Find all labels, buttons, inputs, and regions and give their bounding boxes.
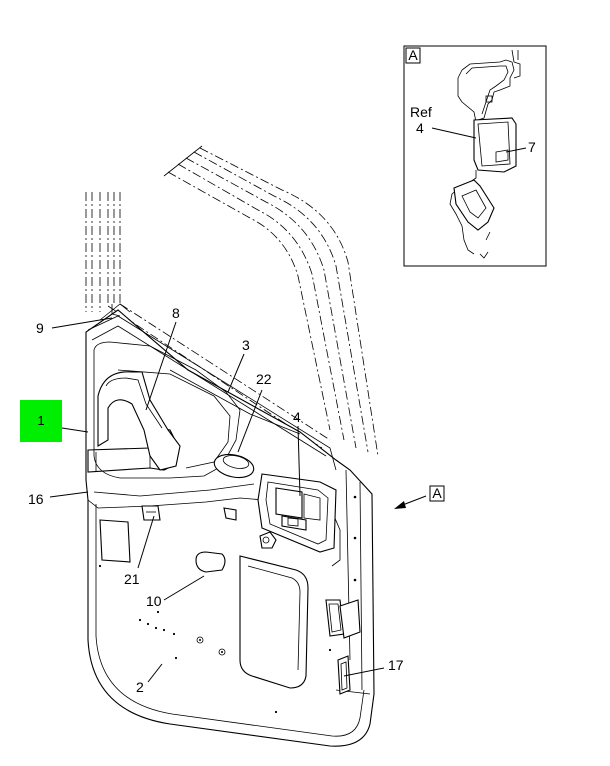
- detail-frame: [403, 45, 547, 267]
- callout-17: 17: [388, 657, 404, 673]
- detail-callout-7: 7: [528, 139, 536, 155]
- detail-ref-label: Ref: [410, 104, 432, 120]
- leader-4: [297, 425, 301, 497]
- detail-clip-square: [485, 95, 493, 103]
- armrest-recess: [93, 341, 241, 479]
- highlight-box-1[interactable]: [20, 400, 62, 442]
- leader-1: [61, 427, 89, 433]
- detail-handle-lip: [495, 149, 509, 163]
- callout-1[interactable]: 1: [37, 413, 44, 428]
- callout-8: 8: [172, 305, 180, 321]
- leader-22: [237, 389, 263, 453]
- callout-4: 4: [293, 409, 301, 425]
- door-lower-inner-edge: [95, 504, 365, 737]
- grab-handle: [97, 371, 181, 471]
- detail-upper-clip: [511, 49, 521, 79]
- callout-numbers: 1 9 8 3 22 4 16 21 10 2 17: [20, 305, 404, 695]
- leader-8: [145, 321, 177, 411]
- clip-21: [141, 505, 161, 521]
- access-hole-large: [239, 555, 309, 689]
- trim-top-rail: [87, 315, 337, 471]
- leader-16: [49, 491, 89, 498]
- detail-frame-profile: [457, 69, 477, 123]
- clip-lower-mid: [223, 507, 237, 521]
- callout-16: 16: [28, 491, 44, 507]
- door-inner-panel: [85, 303, 375, 747]
- callout-22: 22: [256, 371, 272, 387]
- view-tag: A: [432, 485, 442, 501]
- leader-10: [163, 575, 205, 601]
- detail-latch: [453, 179, 495, 231]
- detail-handle-body: [473, 117, 517, 173]
- access-hole-left: [99, 519, 131, 563]
- detail-latch-inner: [461, 189, 487, 219]
- leader-21: [137, 515, 155, 569]
- detail-handle-recess: [477, 121, 511, 167]
- view-tag-box: [429, 485, 445, 502]
- pull-cup: [213, 453, 255, 479]
- callout-2: 2: [136, 679, 144, 695]
- detail-ref-number: 4: [416, 120, 424, 136]
- view-direction-a: A: [394, 485, 445, 509]
- callout-9: 9: [36, 320, 44, 336]
- detail-view-a: A Ref 4 7: [403, 45, 547, 267]
- leader-3: [227, 353, 245, 393]
- view-arrow-head: [394, 501, 406, 509]
- callout-10: 10: [146, 593, 162, 609]
- detail-lower-stub: [479, 231, 491, 259]
- detail-tag-box: [405, 47, 421, 64]
- mount-nut: [259, 531, 277, 549]
- handle-lever: [275, 487, 303, 519]
- callout-leaders: [49, 317, 385, 683]
- leader-2: [147, 663, 163, 683]
- leader-7: [505, 147, 527, 153]
- window-frame-phantom: [85, 145, 379, 457]
- leader-9: [51, 317, 113, 329]
- leader-ref-4: [431, 127, 477, 139]
- leader-17: [343, 667, 385, 677]
- detail-seal-outer: [461, 59, 515, 123]
- access-hole-slot: [195, 551, 226, 573]
- callout-21: 21: [124, 571, 140, 587]
- detail-tag: A: [408, 47, 418, 63]
- callout-3: 3: [242, 337, 250, 353]
